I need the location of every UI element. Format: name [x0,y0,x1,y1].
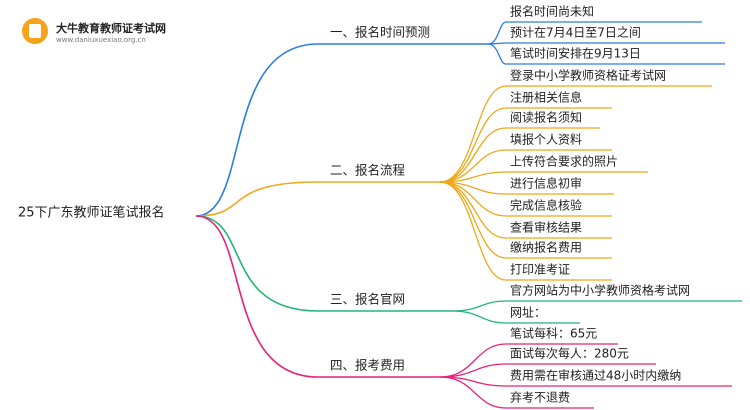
branch-2-leaf: 打印准考证 [510,263,570,277]
branch-1-leaf-connector [487,21,507,45]
branch-2-leaf: 填报个人资料 [510,132,582,147]
branch-2-leaf-connector [439,127,507,183]
branch-2-leaf-connector [439,107,507,183]
logo-badge-icon [22,18,48,44]
branch-4-leaf: 面试每次每人：280元 [510,346,629,361]
branch-4-leaf-connector [439,376,507,409]
branch-2-leaf: 阅读报名须知 [510,110,582,125]
branch-3-leaf-connector [451,300,507,312]
branch-2-leaf: 查看审核结果 [510,220,582,235]
branch-2-leaf-connector [439,85,507,183]
root-topic: 25下广东教师证笔试报名 [18,205,165,221]
branch-1-leaf: 笔试时间安排在9月13日 [510,46,641,61]
branch-2-leaf: 注册相关信息 [510,90,582,105]
branch-2-leaf: 缴纳报名费用 [510,240,582,255]
branch-2-leaf: 登录中小学教师资格证考试网 [510,68,666,83]
branch-4-leaf-connector [439,343,507,378]
branch-3-leaf-connector [451,310,507,324]
branch-2-leaf-connector [439,181,507,281]
branch-4-leaf: 笔试每科：65元 [510,326,597,341]
branch-1-connector [195,43,319,217]
branch-3-leaf: 网址： [510,306,546,320]
branch-3-connector [195,215,319,312]
branch-1-label: 一、报名时间预测 [330,25,430,40]
branch-4-connector [195,215,319,378]
logo-url: www.daniuxuexiao.org.cn [56,36,146,44]
branch-1-leaf-connector [487,43,507,65]
logo-name: 大牛教育教师证考试网 [56,22,166,35]
branch-2-label: 二、报名流程 [330,163,406,178]
branch-4-leaf: 费用需在审核通过48小时内缴纳 [510,368,681,383]
branch-2-leaf-connector [439,181,507,239]
branch-4-leaf: 弃考不退费 [510,390,570,405]
branch-4-label: 四、报考费用 [330,358,405,373]
branch-2-leaf: 进行信息初审 [510,176,582,191]
site-logo: 大牛教育教师证考试网 www.daniuxuexiao.org.cn [14,12,214,52]
branch-2-connector [195,181,319,217]
branch-3-label: 三、报名官网 [330,292,405,307]
branch-3-leaf: 官方网站为中小学教师资格考试网 [510,283,690,298]
branch-1-leaf: 报名时间尚未知 [510,4,594,19]
branch-4-leaf-connector [439,363,507,378]
branch-1-leaf: 预计在7月4日至7日之间 [510,26,641,40]
branch-2-leaf: 完成信息核验 [510,198,582,213]
branch-2-leaf: 上传符合要求的照片 [510,154,618,169]
